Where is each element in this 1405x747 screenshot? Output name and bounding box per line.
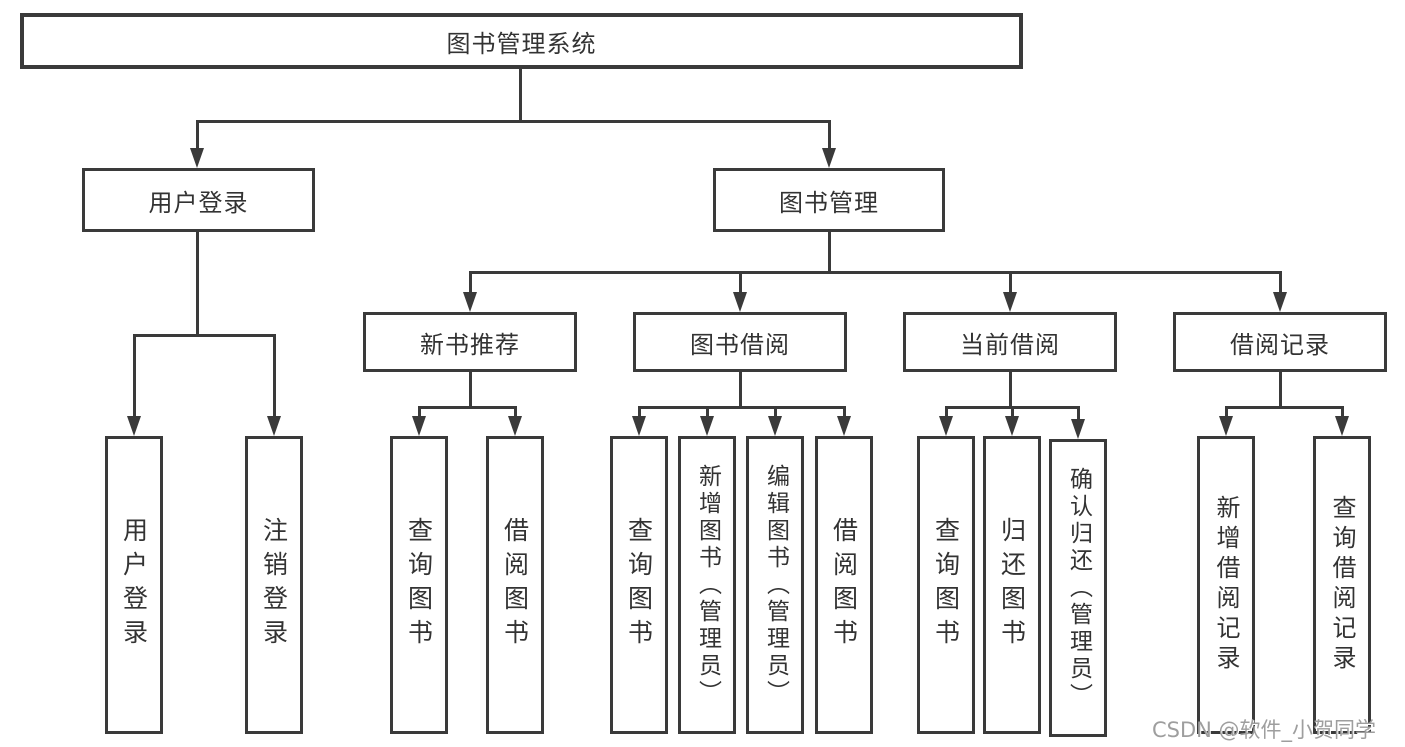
arrow-down-icon <box>190 148 204 168</box>
node-borrow-records: 借阅记录 <box>1173 312 1387 372</box>
connector-stem <box>514 406 517 419</box>
connector-bar <box>133 334 276 337</box>
leaf-label: 借阅图书 <box>500 517 530 653</box>
connector-stem <box>843 406 846 419</box>
connector-stem <box>1009 372 1012 409</box>
arrow-down-icon <box>700 416 714 436</box>
connector-stem <box>774 406 777 419</box>
leaf-label: 编辑图书（管理员） <box>762 463 789 707</box>
arrow-down-icon <box>939 416 953 436</box>
connector-stem <box>1279 372 1282 409</box>
node-book-mgmt: 图书管理 <box>713 168 945 232</box>
node-current-borrow-label: 当前借阅 <box>960 330 1060 359</box>
connector-stem <box>739 372 742 409</box>
leaf-current-query: 查询图书 <box>917 436 975 734</box>
leaf-label: 用户登录 <box>119 517 149 653</box>
leaf-newbook-query: 查询图书 <box>390 436 448 734</box>
node-book-borrow-label: 图书借阅 <box>690 330 790 359</box>
arrow-down-icon <box>632 416 646 436</box>
leaf-label: 新增图书（管理员） <box>694 463 721 707</box>
arrow-down-icon <box>837 416 851 436</box>
leaf-user-login-login: 用户登录 <box>105 436 163 734</box>
connector-root-bar <box>196 120 831 123</box>
leaf-newbook-borrow: 借阅图书 <box>486 436 544 734</box>
arrow-down-icon <box>822 148 836 168</box>
connector-stem <box>196 120 199 151</box>
connector-stem <box>638 406 641 419</box>
arrow-down-icon <box>463 292 477 312</box>
leaf-user-login-logout: 注销登录 <box>245 436 303 734</box>
arrow-down-icon <box>1005 416 1019 436</box>
arrow-down-icon <box>768 416 782 436</box>
node-new-book-rec: 新书推荐 <box>363 312 577 372</box>
connector-stem <box>1341 406 1344 419</box>
leaf-records-query: 查询借阅记录 <box>1313 436 1371 734</box>
connector-stem <box>469 271 472 294</box>
arrow-down-icon <box>733 292 747 312</box>
connector-stem <box>706 406 709 419</box>
arrow-down-icon <box>267 416 281 436</box>
connector-stem <box>739 271 742 294</box>
node-book-borrow: 图书借阅 <box>633 312 847 372</box>
leaf-label: 确认归还（管理员） <box>1065 466 1092 710</box>
arrow-down-icon <box>1273 292 1287 312</box>
connector-stem <box>1225 406 1228 419</box>
node-root: 图书管理系统 <box>20 13 1023 69</box>
leaf-records-add: 新增借阅记录 <box>1197 436 1255 734</box>
leaf-label: 查询图书 <box>404 517 434 653</box>
connector-stem <box>1011 406 1014 419</box>
leaf-borrow-edit-admin: 编辑图书（管理员） <box>746 436 804 734</box>
arrow-down-icon <box>127 416 141 436</box>
node-user-login-label: 用户登录 <box>148 188 249 217</box>
node-borrow-records-label: 借阅记录 <box>1230 330 1330 359</box>
connector-stem <box>196 232 199 337</box>
connector-root-stem <box>519 69 522 122</box>
connector-stem <box>1279 271 1282 294</box>
arrow-down-icon <box>508 416 522 436</box>
arrow-down-icon <box>1219 416 1233 436</box>
connector-stem <box>1077 406 1080 419</box>
node-book-mgmt-label: 图书管理 <box>779 188 879 217</box>
csdn-watermark: CSDN @软件_小贺同学 <box>1152 718 1377 742</box>
connector-bar <box>638 406 846 409</box>
arrow-down-icon <box>412 416 426 436</box>
node-root-label: 图书管理系统 <box>446 29 597 58</box>
node-user-login: 用户登录 <box>82 168 315 232</box>
leaf-label: 新增借阅记录 <box>1212 495 1240 675</box>
leaf-label: 借阅图书 <box>829 517 859 653</box>
connector-stem <box>828 232 831 274</box>
node-current-borrow: 当前借阅 <box>903 312 1117 372</box>
connector-bar <box>469 271 1282 274</box>
arrow-down-icon <box>1003 292 1017 312</box>
leaf-label: 注销登录 <box>259 517 289 653</box>
leaf-label: 查询图书 <box>624 517 654 653</box>
connector-bar <box>418 406 517 409</box>
connector-bar <box>1225 406 1344 409</box>
connector-stem <box>1009 271 1012 294</box>
leaf-borrow-borrow: 借阅图书 <box>815 436 873 734</box>
arrow-down-icon <box>1071 419 1085 439</box>
leaf-borrow-add-admin: 新增图书（管理员） <box>678 436 736 734</box>
leaf-current-confirm-admin: 确认归还（管理员） <box>1049 439 1107 737</box>
connector-stem <box>273 334 276 418</box>
connector-stem <box>133 334 136 418</box>
connector-stem <box>828 120 831 151</box>
leaf-current-return: 归还图书 <box>983 436 1041 734</box>
leaf-label: 归还图书 <box>997 517 1027 653</box>
leaf-borrow-query: 查询图书 <box>610 436 668 734</box>
connector-stem <box>418 406 421 419</box>
arrow-down-icon <box>1335 416 1349 436</box>
node-new-book-rec-label: 新书推荐 <box>420 330 520 359</box>
leaf-label: 查询借阅记录 <box>1328 495 1356 675</box>
leaf-label: 查询图书 <box>931 517 961 653</box>
connector-stem <box>945 406 948 419</box>
connector-stem <box>469 372 472 409</box>
